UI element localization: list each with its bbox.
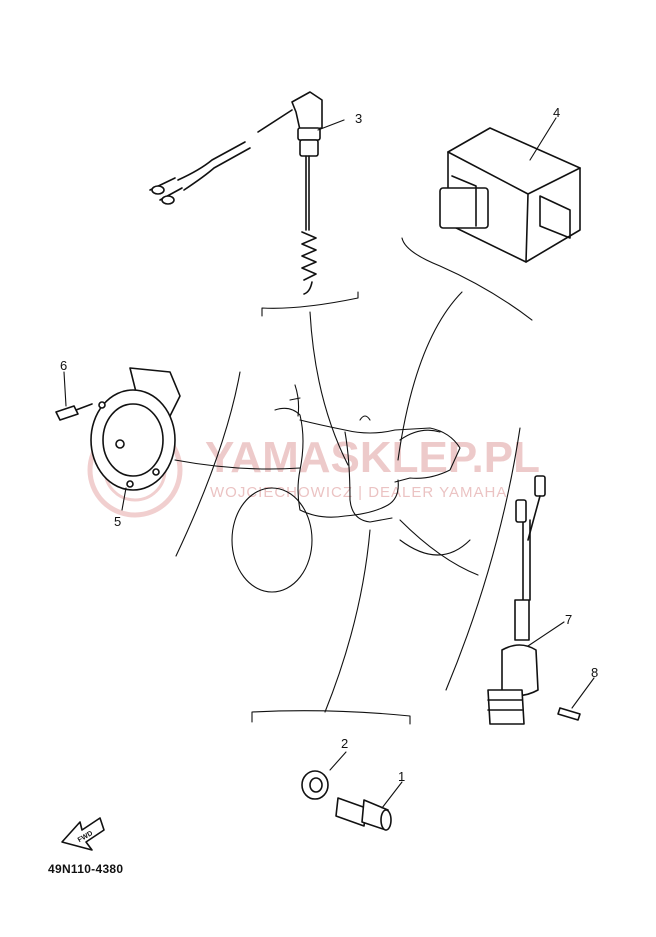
switch-body [297, 127, 321, 141]
callout-1: 1 [398, 769, 405, 784]
callout-5: 5 [114, 514, 121, 529]
leader-2 [329, 751, 347, 771]
sensor-base [487, 689, 525, 725]
bracket-part-1 [251, 710, 411, 725]
fwd-arrow: FWD [61, 817, 105, 851]
callout-8: 8 [591, 665, 598, 680]
callout-2: 2 [341, 736, 348, 751]
leader-1 [381, 781, 403, 809]
motorcycle-outline [175, 371, 521, 691]
horn-inner-ring [102, 403, 164, 477]
watermark: YAMASKLEP.PL WOJCIECHOWICZ | DEALER YAMA… [87, 422, 540, 518]
washer-outer [301, 770, 329, 800]
callout-4: 4 [553, 105, 560, 120]
front-fork-frame-outline [274, 407, 399, 518]
leader-8 [571, 677, 595, 709]
spring-hook [303, 281, 313, 295]
leader-part-5-to-frame [174, 459, 301, 470]
part-1-neutral-switch [251, 529, 411, 831]
relay-connector-detail [451, 175, 477, 227]
bracket-part-3 [261, 291, 359, 317]
switch-thread [335, 797, 367, 827]
part-4-relay-unit [397, 127, 581, 461]
return-spring [301, 231, 317, 281]
fuel-tank-outline [359, 415, 441, 441]
leader-4 [529, 117, 557, 161]
switch-cap [291, 91, 323, 131]
bolt-head [55, 405, 79, 421]
watermark-tagline: WOJCIECHOWICZ | DEALER YAMAHA [210, 484, 507, 501]
part-5-horn [90, 367, 301, 491]
leader-part-3-to-frame [309, 311, 349, 466]
connector-pin-a [151, 185, 165, 195]
bracket-left [175, 371, 241, 557]
bolt-8-head [557, 707, 581, 721]
callout-numbers: 1 2 3 4 5 6 7 8 [60, 105, 598, 784]
rear-wheel-outline [399, 539, 471, 556]
leader-part-1-to-frame [324, 529, 371, 713]
horn-rivet-2 [152, 468, 160, 476]
horn-center [115, 439, 125, 449]
leader-7 [527, 621, 565, 647]
switch-rod [305, 155, 310, 231]
switch-terminal [380, 809, 392, 831]
horn-rivet-1 [98, 401, 106, 409]
front-wheel-outline [231, 487, 313, 593]
fwd-arrow-icon [61, 817, 105, 851]
leader-3 [317, 119, 345, 131]
horn-rivet-3 [126, 480, 134, 488]
part-3-switch-lead [149, 91, 359, 466]
bracket-right [445, 427, 521, 691]
leader-part-4-to-frame [397, 291, 463, 461]
callout-7: 7 [565, 612, 572, 627]
drawing-code: 49N110-4380 [48, 862, 123, 876]
part-2-washer [301, 770, 329, 800]
callout-leaders [63, 117, 595, 809]
sensor-thread [487, 699, 523, 711]
sensor-wire-upper [522, 519, 531, 601]
leader-6 [63, 371, 67, 407]
callout-6: 6 [60, 358, 67, 373]
lead-wire-b [183, 147, 251, 191]
sensor-connector-a [534, 475, 546, 497]
lead-wire-c [257, 109, 293, 133]
part-8-bolt [557, 707, 581, 721]
sensor-connector-b [515, 499, 527, 523]
relay-connector-block [439, 187, 489, 229]
frame-downtube [344, 431, 393, 523]
watermark-brand: YAMASKLEP.PL [205, 433, 540, 482]
sensor-wire-branch [527, 495, 541, 541]
relay-edges [447, 151, 581, 263]
bolt-shank [75, 403, 93, 411]
callout-3: 3 [355, 111, 362, 126]
sensor-grommet [514, 599, 530, 641]
sensor-body [501, 644, 539, 697]
connector-pin-b [161, 195, 175, 205]
switch-nut [299, 139, 319, 157]
leader-part-7-to-frame [399, 519, 479, 576]
leader-5 [121, 487, 127, 511]
bracket-part-4 [401, 237, 533, 321]
relay-terminal [539, 195, 571, 239]
part-7-sensor-switch [399, 475, 546, 725]
lead-wire-a [177, 141, 246, 181]
part-6-bolt [55, 403, 93, 421]
washer-inner [309, 777, 323, 793]
